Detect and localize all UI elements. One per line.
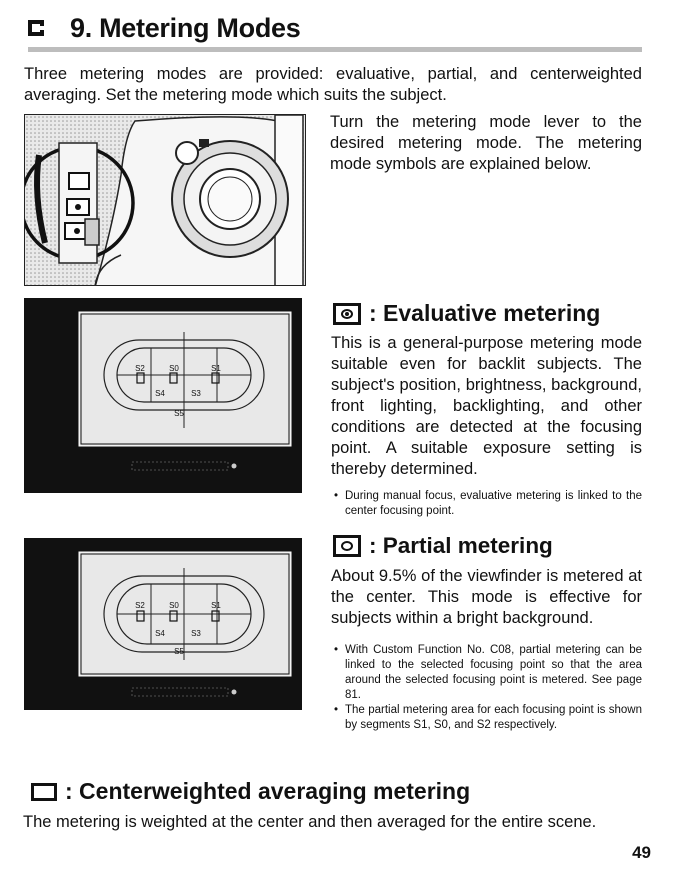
evaluative-heading: : Evaluative metering [333, 300, 600, 327]
segment-label-s3: S3 [191, 389, 201, 398]
partial-note: The partial metering area for each focus… [333, 703, 642, 733]
camera-illustration [24, 114, 306, 286]
partial-heading-text: : Partial metering [369, 533, 553, 558]
segment-label-s0: S0 [169, 601, 179, 610]
page-header: 9. Metering Modes [28, 10, 301, 46]
segment-label-s5: S5 [174, 409, 184, 418]
intro-paragraph: Three metering modes are provided: evalu… [24, 65, 642, 104]
segment-label-s3: S3 [191, 629, 201, 638]
segment-label-s1: S1 [211, 601, 221, 610]
header-rule [28, 47, 642, 52]
mode-square-icon [28, 20, 44, 36]
segment-label-s0: S0 [169, 364, 179, 373]
evaluative-metering-icon [333, 302, 361, 325]
segment-label-s4: S4 [155, 629, 165, 638]
partial-body: About 9.5% of the viewfinder is metered … [331, 567, 642, 627]
viewfinder-partial: S2 S0 S1 S4 S3 S5 [24, 538, 302, 710]
page-number: 49 [632, 843, 651, 862]
partial-note: With Custom Function No. C08, partial me… [333, 643, 642, 703]
turn-lever-paragraph: Turn the metering mode lever to the desi… [330, 113, 642, 173]
segment-label-s2: S2 [135, 364, 145, 373]
centerweighted-heading-text: : Centerweighted averaging metering [65, 778, 471, 804]
centerweighted-metering-icon [31, 782, 57, 801]
segment-label-s2: S2 [135, 601, 145, 610]
segment-label-s1: S1 [211, 364, 221, 373]
evaluative-notes: During manual focus, evaluative metering… [333, 489, 642, 519]
centerweighted-body: The metering is weighted at the center a… [23, 813, 597, 831]
evaluative-heading-text: : Evaluative metering [369, 300, 601, 326]
page-title: 9. Metering Modes [70, 12, 301, 43]
camera-dial-drawing [25, 115, 305, 285]
partial-heading: : Partial metering [333, 533, 553, 559]
partial-metering-icon [333, 535, 361, 557]
viewfinder-evaluative: S2 S0 S1 S4 S3 S5 [24, 298, 302, 493]
segment-label-s5: S5 [174, 647, 184, 656]
evaluative-body: This is a general-purpose metering mode … [331, 334, 642, 478]
evaluative-note: During manual focus, evaluative metering… [333, 489, 642, 519]
centerweighted-heading: : Centerweighted averaging metering [31, 778, 470, 805]
segment-label-s4: S4 [155, 389, 165, 398]
partial-notes: With Custom Function No. C08, partial me… [333, 643, 642, 733]
